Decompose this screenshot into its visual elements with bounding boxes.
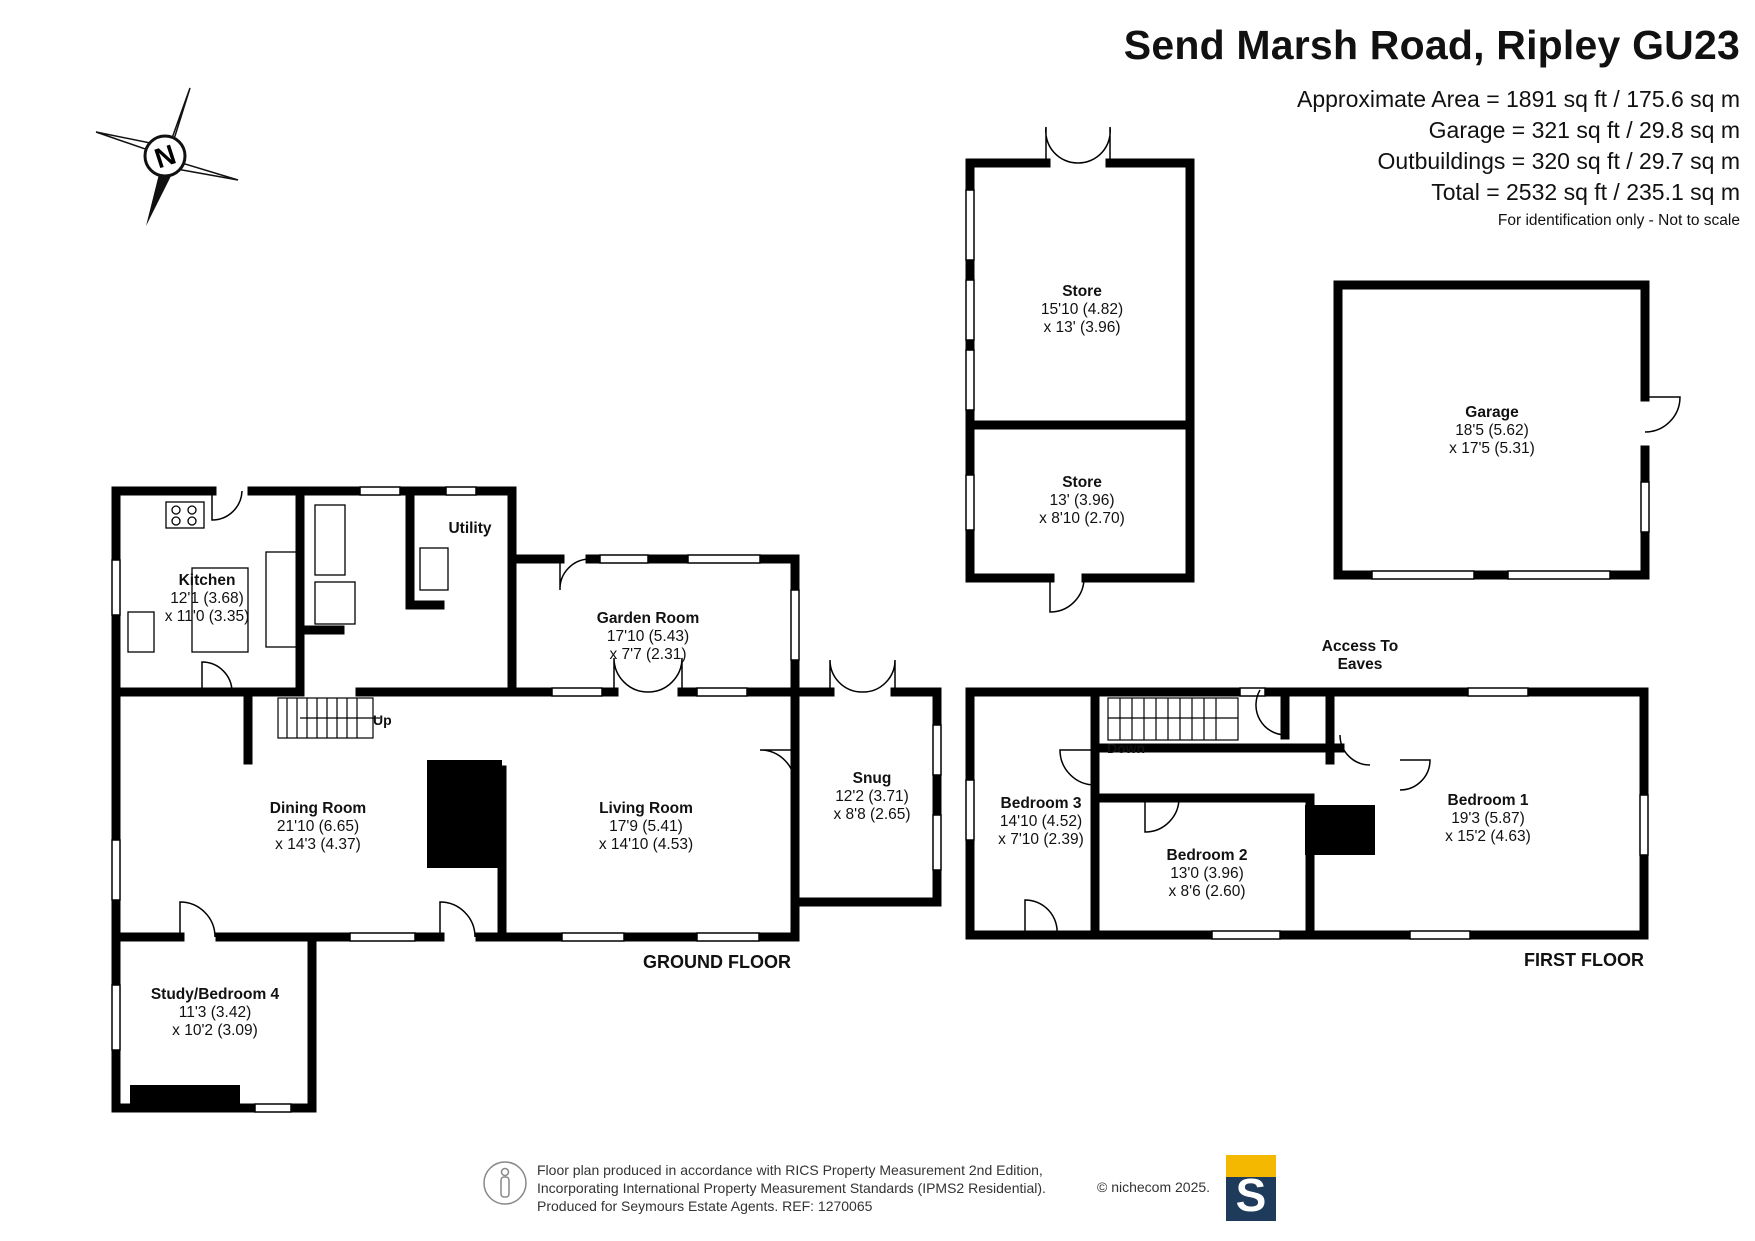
wall-store xyxy=(965,158,1195,583)
first-floor-label: FIRST FLOOR xyxy=(1524,950,1644,970)
wall-garden-room xyxy=(507,554,800,697)
area-garage: Garage = 321 sq ft / 29.8 sq m xyxy=(1428,117,1740,143)
footer-notes: Floor plan produced in accordance with R… xyxy=(537,1161,1046,1215)
compass-icon: N xyxy=(95,87,239,226)
room-utility: Utility xyxy=(448,520,492,537)
copyright: © nichecom 2025. xyxy=(1097,1179,1211,1195)
page-title: Send Marsh Road, Ripley GU23 xyxy=(1123,22,1740,68)
footer-line-2: Incorporating International Property Mea… xyxy=(537,1180,1046,1196)
wall-snug xyxy=(790,687,942,907)
seymours-logo-icon: S xyxy=(1226,1155,1276,1221)
measurement-person-icon xyxy=(483,1161,527,1205)
wall-first-floor xyxy=(965,687,1649,940)
wall-bathroom xyxy=(295,486,517,697)
logo-letter: S xyxy=(1236,1169,1267,1221)
wall-study xyxy=(111,932,317,1113)
disclaimer: For identification only - Not to scale xyxy=(1497,212,1740,229)
area-summary: Approximate Area = 1891 sq ft / 175.6 sq… xyxy=(1297,84,1740,208)
stairs-down-label: Down xyxy=(1107,740,1146,756)
stairs-first xyxy=(1107,697,1239,741)
ground-floor-label: GROUND FLOOR xyxy=(643,952,791,972)
stairs-up-label: Up xyxy=(373,712,392,728)
area-total: Total = 2532 sq ft / 235.1 sq m xyxy=(1431,179,1740,205)
area-approximate: Approximate Area = 1891 sq ft / 175.6 sq… xyxy=(1296,86,1740,112)
area-outbuildings: Outbuildings = 320 sq ft / 29.7 sq m xyxy=(1377,148,1740,174)
footer-line-3: Produced for Seymours Estate Agents. REF… xyxy=(537,1198,873,1214)
footer-line-1: Floor plan produced in accordance with R… xyxy=(537,1162,1043,1178)
stairs-ground xyxy=(277,697,380,739)
